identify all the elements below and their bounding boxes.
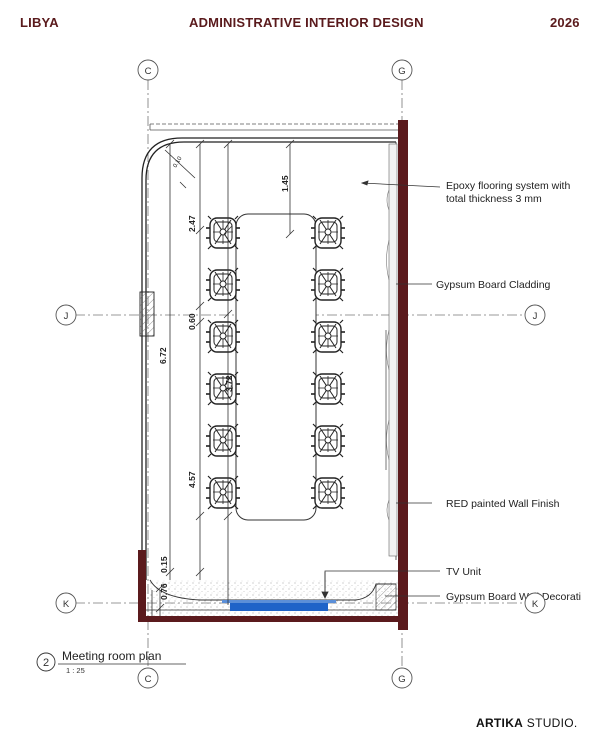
dim-0-15: 0.15	[159, 556, 169, 573]
grid-label-k-left: K	[63, 599, 70, 610]
conference-table	[235, 213, 317, 521]
grid-label-j-left: J	[64, 311, 69, 322]
dim-4-57: 4.57	[187, 471, 197, 488]
chair	[310, 319, 346, 354]
dim-0-60: 0.60	[187, 313, 197, 330]
chair	[205, 215, 241, 250]
header-year: 2026	[550, 15, 580, 30]
dim-0-76: 0.76	[159, 583, 169, 600]
drawing-scale: 1 : 25	[66, 666, 85, 675]
drawing-title: Meeting room plan	[62, 649, 161, 663]
header-title: ADMINISTRATIVE INTERIOR DESIGN	[189, 15, 424, 30]
chair	[310, 475, 346, 510]
header-location: LIBYA	[20, 15, 59, 30]
grid-label-g-bottom: G	[398, 674, 405, 685]
grid-label-k-right: K	[532, 599, 539, 610]
red-wall-left-stub	[138, 550, 146, 620]
drawing-number: 2	[43, 657, 49, 669]
dimension-lines	[151, 139, 326, 616]
chair	[205, 319, 241, 354]
chair	[310, 423, 346, 458]
chair	[310, 267, 346, 302]
soffit-lines	[149, 123, 398, 131]
note-epoxy-line2: total thickness 3 mm	[446, 193, 542, 205]
brand-name-bold: ARTIKA	[476, 716, 524, 730]
red-wall	[398, 120, 408, 630]
dim-3-72: 3.72	[224, 375, 234, 392]
title-block: 2 Meeting room plan 1 : 25	[36, 649, 186, 675]
dim-1-45: 1.45	[280, 175, 290, 192]
chair	[205, 371, 241, 406]
dim-6-72: 6.72	[158, 347, 168, 364]
chair	[310, 371, 346, 406]
leader-lines	[321, 180, 441, 599]
grid-label-c-top: C	[145, 66, 152, 77]
room-outline	[141, 137, 398, 580]
chairs-left	[205, 215, 241, 510]
gypsum-cladding-strip	[388, 143, 398, 557]
grid-label-g-top: G	[398, 66, 405, 77]
grid-label-j-right: J	[533, 311, 538, 322]
brand-logo: ARTIKA STUDIO.	[476, 716, 578, 730]
note-tv-unit: TV Unit	[446, 566, 481, 578]
chair	[310, 215, 346, 250]
chair	[205, 475, 241, 510]
chair	[205, 423, 241, 458]
brand-name-regular: STUDIO.	[523, 716, 578, 730]
grid-label-c-bottom: C	[145, 674, 152, 685]
dim-0-10: 0.10	[173, 155, 184, 169]
dim-2-47: 2.47	[187, 215, 197, 232]
tv-zone	[146, 579, 398, 616]
note-epoxy-line1: Epoxy flooring system with	[446, 180, 570, 192]
note-gypsum-decoration: Gypsum Board Wall Decorati	[446, 591, 581, 603]
chair	[205, 267, 241, 302]
note-gypsum-cladding: Gypsum Board Cladding	[436, 279, 551, 291]
tv-unit	[230, 603, 328, 611]
grid-bubbles	[55, 59, 546, 689]
note-red-wall: RED painted Wall Finish	[446, 498, 560, 510]
red-wall-bottom	[138, 616, 408, 622]
door-hatch	[139, 291, 155, 337]
